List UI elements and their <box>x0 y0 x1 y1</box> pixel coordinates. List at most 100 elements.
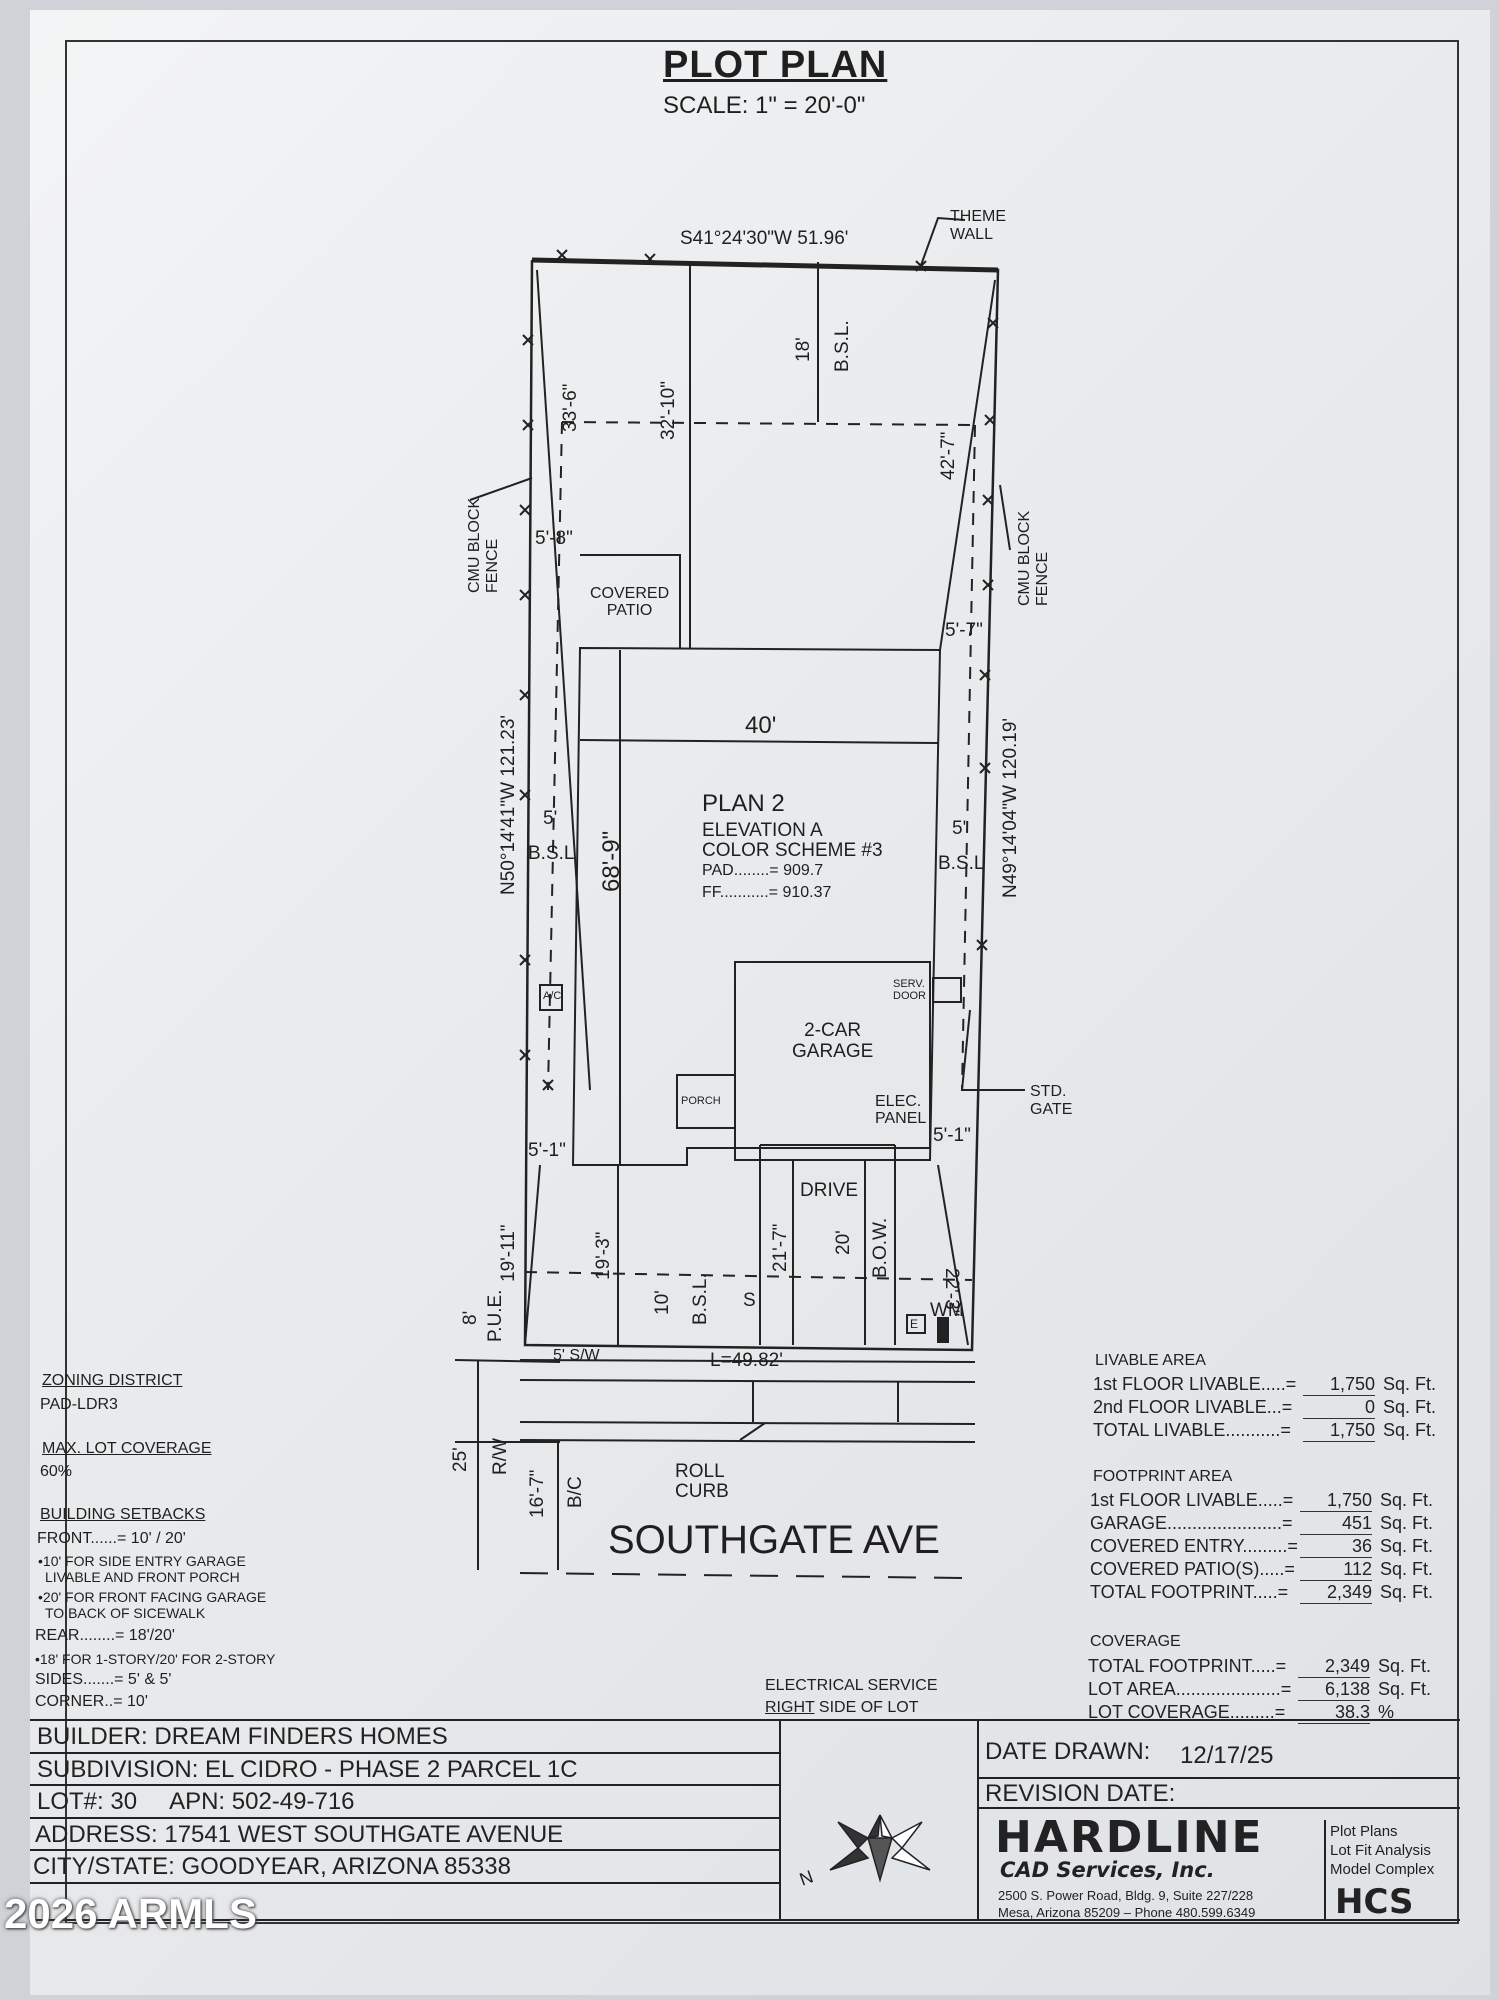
area-row: GARAGE.......................= 451 Sq. Ft. <box>1090 1513 1433 1536</box>
area-label: COVERED PATIO(S).....= <box>1090 1559 1295 1579</box>
setback-front-note-4: TO BACK OF SICEWALK <box>45 1605 206 1621</box>
right-bearing: N49°14'04"W 120.19' <box>1000 717 1021 898</box>
coverage-heading: COVERAGE <box>1090 1633 1181 1650</box>
company-subtitle: CAD Services, Inc. <box>1000 1858 1215 1882</box>
area-label: TOTAL FOOTPRINT.....= <box>1090 1582 1289 1602</box>
electric-box-label: E <box>910 1317 919 1331</box>
electrical-note-line2: RIGHT SIDE OF LOT <box>765 1699 919 1717</box>
garage-label: 2-CAR GARAGE <box>792 1020 874 1062</box>
hcs-logo: HCS <box>1335 1882 1414 1922</box>
area-unit: Sq. Ft. <box>1378 1679 1432 1699</box>
dim-19-11: 19'-11" <box>498 1224 519 1282</box>
porch-outline <box>676 1074 736 1129</box>
setback-corner: CORNER..= 10' <box>35 1693 148 1710</box>
ac-unit-box <box>539 984 563 1011</box>
company-address-2: Mesa, Arizona 85209 – Phone 480.599.6349 <box>998 1905 1256 1920</box>
dim-68-9: 68'-9" <box>598 830 625 892</box>
area-unit: % <box>1378 1702 1395 1722</box>
area-label: TOTAL LIVABLE...........= <box>1093 1420 1291 1440</box>
dim-16-7: 16'-7" <box>527 1469 548 1518</box>
area-value: 112 <box>1300 1559 1372 1581</box>
watermark: 2026 ARMLS <box>4 1890 257 1937</box>
revision-date-label: REVISION DATE: <box>985 1780 1176 1807</box>
area-row: COVERED ENTRY.........=36 Sq. Ft. <box>1090 1536 1433 1559</box>
service-item: Plot Plans <box>1330 1823 1398 1840</box>
ac-label: A/C <box>543 990 562 1002</box>
dim-21-7: 21'-7" <box>770 1223 791 1272</box>
right-setback-line <box>961 424 976 1091</box>
area-unit: Sq. Ft. <box>1378 1656 1432 1676</box>
service-item: Lot Fit Analysis <box>1330 1842 1431 1859</box>
dim-5-1-left: 5'-1" <box>528 1140 566 1161</box>
setback-front-note-2: LIVABLE AND FRONT PORCH <box>45 1569 240 1585</box>
area-value: 0 <box>1303 1397 1375 1419</box>
setback-sides: SIDES.......= 5' & 5' <box>35 1671 172 1688</box>
address-field: ADDRESS: 17541 WEST SOUTHGATE AVENUE <box>35 1821 564 1848</box>
hardline-logo: HARDLINE <box>995 1812 1264 1863</box>
cmu-fence-left: CMU BLOCK FENCE <box>466 497 501 593</box>
left-setback-line <box>547 421 563 1091</box>
garage-outline <box>734 961 931 1149</box>
setback-rear: REAR........= 18'/20' <box>35 1627 175 1644</box>
plan-label: PLAN 2 <box>702 790 785 817</box>
lot-apn-field: LOT#: 30 APN: 502-49-716 <box>37 1788 355 1815</box>
area-label: 1st FLOOR LIVABLE.....= <box>1093 1374 1297 1394</box>
electrical-side: SIDE OF LOT <box>814 1699 919 1716</box>
rear-bearing: S41°24'30"W 51.96' <box>680 228 849 249</box>
area-label: 1st FLOOR LIVABLE.....= <box>1090 1490 1294 1510</box>
roll-curb-label: ROLL CURB <box>675 1461 729 1502</box>
pad-elevation: PAD........= 909.7 <box>702 862 824 879</box>
area-row: TOTAL FOOTPRINT.....= 2,349 Sq. Ft. <box>1088 1656 1431 1679</box>
area-value: 451 <box>1300 1513 1372 1535</box>
area-row: LOT COVERAGE.........=38.3% <box>1088 1702 1431 1725</box>
footprint-area-heading: FOOTPRINT AREA <box>1093 1468 1233 1485</box>
front-setback-line <box>524 1271 973 1281</box>
area-value: 1,750 <box>1303 1374 1375 1396</box>
dim-20: 20' <box>833 1230 854 1255</box>
area-label: GARAGE.......................= <box>1090 1513 1293 1533</box>
area-label: COVERED ENTRY.........= <box>1090 1536 1298 1556</box>
area-value: 36 <box>1300 1536 1372 1558</box>
setback-front-note-1: •10' FOR SIDE ENTRY GARAGE <box>38 1553 246 1569</box>
drive-label: DRIVE <box>800 1180 859 1201</box>
livable-area-heading: LIVABLE AREA <box>1095 1352 1206 1369</box>
area-unit: Sq. Ft. <box>1380 1513 1434 1533</box>
serv-door-label: SERV. DOOR <box>893 978 926 1002</box>
zoning-district-heading: ZONING DISTRICT <box>42 1372 183 1389</box>
area-label: TOTAL FOOTPRINT.....= <box>1088 1656 1287 1676</box>
area-unit: Sq. Ft. <box>1380 1559 1434 1579</box>
elec-panel-label: ELEC. PANEL <box>875 1093 927 1127</box>
city-state-field: CITY/STATE: GOODYEAR, ARIZONA 85338 <box>33 1853 511 1880</box>
date-drawn-value: 12/17/25 <box>1180 1742 1274 1769</box>
plot-plan-sheet <box>30 10 1490 1995</box>
electrical-note-line1: ELECTRICAL SERVICE <box>765 1677 938 1694</box>
dim-8: 8' <box>460 1310 481 1325</box>
dim-42-7: 42'-7" <box>938 431 959 480</box>
area-unit: Sq. Ft. <box>1380 1536 1434 1556</box>
company-address-1: 2500 S. Power Road, Bldg. 9, Suite 227/2… <box>998 1888 1254 1903</box>
street-name: SOUTHGATE AVE <box>608 1518 940 1562</box>
bsl-left: B.S.L <box>528 843 575 864</box>
cmu-fence-right: CMU BLOCK FENCE <box>1016 510 1051 606</box>
rw-label: R/W <box>490 1438 511 1475</box>
dim-32-10: 32'-10" <box>658 381 679 440</box>
ff-elevation: FF...........= 910.37 <box>702 884 832 901</box>
rear-setback-line <box>561 421 976 426</box>
area-row: COVERED PATIO(S).....=112 Sq. Ft. <box>1090 1559 1433 1582</box>
area-label: LOT COVERAGE.........= <box>1088 1702 1286 1722</box>
area-value: 2,349 <box>1298 1656 1370 1678</box>
area-unit: Sq. Ft. <box>1380 1490 1434 1510</box>
setback-rear-note: •18' FOR 1-STORY/20' FOR 2-STORY <box>35 1651 276 1667</box>
left-bearing: N50°14'41"W 121.23' <box>498 714 519 895</box>
dim-19-3: 19'-3" <box>593 1231 614 1280</box>
dim-5-right: 5' <box>952 818 967 839</box>
dim-10: 10' <box>652 1290 673 1315</box>
porch-label: PORCH <box>681 1095 721 1107</box>
